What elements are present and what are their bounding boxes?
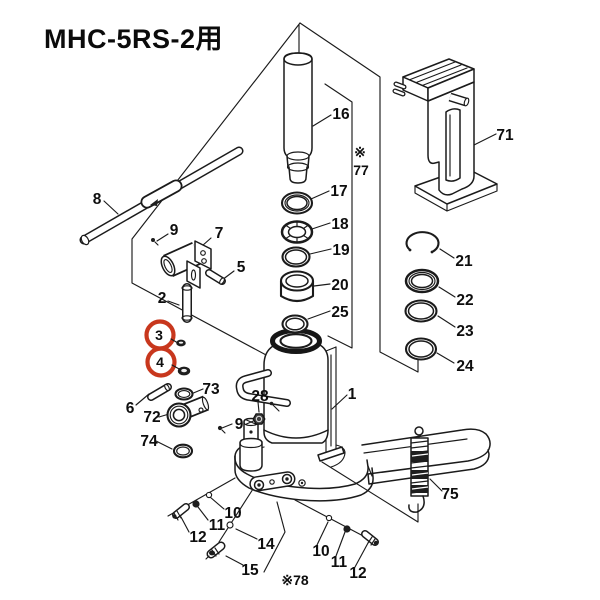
part-label-72: 72 bbox=[143, 409, 160, 426]
part-label-73: 73 bbox=[202, 381, 220, 398]
spring-position-leader bbox=[321, 461, 419, 523]
pump-clevis-72 bbox=[166, 395, 210, 428]
part-label-9a: 9 bbox=[170, 222, 179, 239]
part-label-15: 15 bbox=[241, 562, 259, 579]
part-label-10a: 10 bbox=[224, 505, 241, 522]
part-label-12a: 12 bbox=[189, 529, 206, 546]
part-label-6: 6 bbox=[126, 400, 135, 417]
pin-6 bbox=[147, 383, 172, 401]
part-label-71: 71 bbox=[496, 127, 514, 144]
seal-rings-right bbox=[404, 231, 440, 361]
base-linkage bbox=[249, 471, 306, 492]
part-label-17: 17 bbox=[330, 183, 347, 200]
seal-rings-left bbox=[279, 191, 315, 334]
part-label-8: 8 bbox=[93, 191, 102, 208]
leader-lines bbox=[103, 114, 497, 568]
part-label-74: 74 bbox=[140, 433, 158, 450]
part-label-25: 25 bbox=[331, 304, 349, 321]
highlight-circles bbox=[144, 319, 182, 378]
o-ring-73 bbox=[174, 387, 194, 401]
ram-piston bbox=[283, 52, 313, 184]
plug-15 bbox=[205, 541, 226, 560]
part-label-4: 4 bbox=[156, 354, 164, 370]
pin-2 bbox=[181, 283, 193, 323]
part-label-11a: 11 bbox=[209, 517, 226, 534]
part-label-9b: 9 bbox=[235, 416, 244, 433]
part-label-22: 22 bbox=[456, 292, 473, 309]
note-78: ※78 bbox=[281, 572, 309, 588]
part-label-5: 5 bbox=[237, 259, 246, 276]
part-label-1: 1 bbox=[348, 386, 357, 403]
handle-socket bbox=[151, 238, 212, 289]
part-label-2: 2 bbox=[158, 290, 167, 307]
part-label-11b: 11 bbox=[331, 554, 348, 571]
note-77-number: 77 bbox=[353, 162, 369, 178]
part-label-21: 21 bbox=[455, 253, 473, 270]
ball-11a bbox=[192, 500, 200, 508]
part-4-seal bbox=[177, 366, 191, 376]
ball-10b bbox=[325, 514, 333, 522]
handle-rod bbox=[79, 146, 244, 246]
set-screw-9a bbox=[151, 238, 155, 242]
highlight-circle-4 bbox=[145, 346, 177, 378]
handle-bracket bbox=[392, 58, 498, 212]
nut-28 bbox=[252, 401, 280, 425]
o-ring-74 bbox=[172, 443, 194, 459]
part-label-28: 28 bbox=[251, 388, 269, 405]
part-label-75: 75 bbox=[441, 486, 459, 503]
set-screw-9b bbox=[217, 425, 226, 434]
part-label-12b: 12 bbox=[349, 565, 366, 582]
plug-12b bbox=[361, 530, 379, 546]
valve-hardware-mid bbox=[205, 521, 234, 560]
part-label-24: 24 bbox=[456, 358, 474, 375]
ball-10a bbox=[205, 491, 213, 499]
part-label-10b: 10 bbox=[312, 543, 329, 560]
part-label-3: 3 bbox=[155, 327, 163, 343]
return-spring bbox=[321, 426, 429, 523]
part-label-16: 16 bbox=[332, 106, 350, 123]
part-label-7: 7 bbox=[215, 225, 224, 242]
valve-hardware-right bbox=[325, 514, 379, 546]
part-label-20: 20 bbox=[331, 277, 348, 294]
part-label-14: 14 bbox=[257, 536, 275, 553]
group-bracket-lines bbox=[131, 22, 419, 573]
part-label-19: 19 bbox=[332, 242, 350, 259]
jack-body bbox=[235, 328, 345, 462]
part-label-18: 18 bbox=[331, 216, 349, 233]
part-3-ball bbox=[176, 339, 186, 347]
part-label-23: 23 bbox=[456, 323, 474, 340]
valve-hardware-left bbox=[172, 491, 213, 521]
plug-12a bbox=[172, 503, 190, 521]
pump-cylinder bbox=[239, 417, 263, 472]
diagram-title: MHC-5RS-2用 bbox=[44, 24, 223, 54]
ball-11b bbox=[343, 525, 351, 533]
ball-14 bbox=[226, 521, 234, 529]
note-77-mark: ※ bbox=[354, 144, 366, 160]
pin-5 bbox=[205, 269, 226, 285]
